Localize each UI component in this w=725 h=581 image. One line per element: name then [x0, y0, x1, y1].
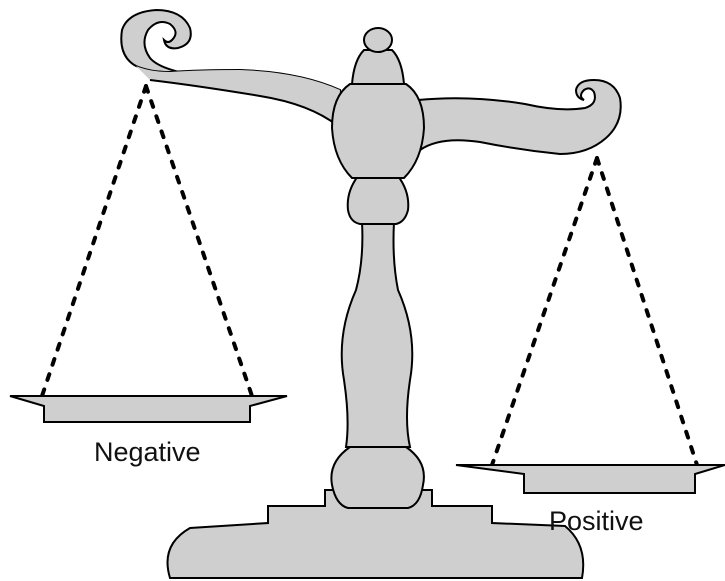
right-pan-label: Positive — [549, 506, 644, 536]
left-beam-lower-edge — [136, 66, 340, 126]
left-beam-underline — [149, 79, 339, 127]
pivot-body — [330, 83, 426, 179]
column-lower-knob — [330, 446, 425, 509]
right-beam-body — [416, 78, 622, 156]
right-pan-strings — [490, 156, 699, 467]
pivot-crown — [350, 49, 406, 85]
column-neck-knob — [346, 175, 410, 225]
left-pan-strings — [40, 84, 254, 398]
left-string-outer — [40, 84, 148, 398]
pivot-finial — [363, 27, 393, 53]
left-pan — [9, 395, 288, 423]
left-string-inner — [144, 84, 254, 398]
right-pan — [455, 464, 725, 494]
left-pan-label: Negative — [94, 437, 201, 467]
right-string-outer — [490, 156, 599, 467]
scale-base — [166, 489, 585, 579]
column-stem — [340, 221, 414, 448]
right-string-inner — [595, 156, 699, 467]
